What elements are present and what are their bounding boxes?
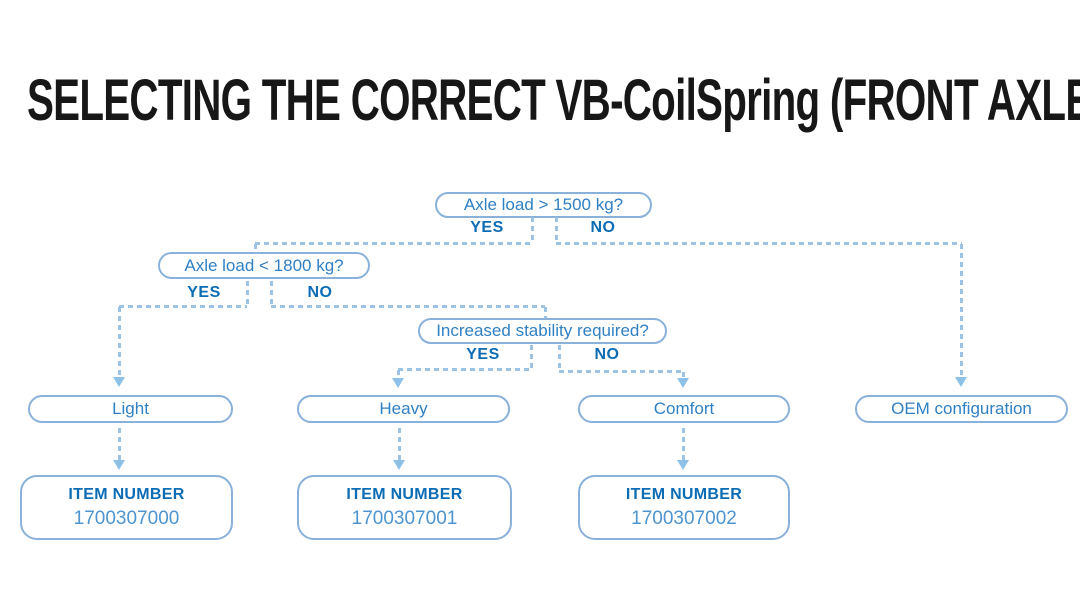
connector-d3-no-stub — [558, 345, 561, 369]
decision1-no-label: NO — [590, 219, 616, 236]
connector-d3-yes-stub — [530, 345, 533, 369]
decision2-yes-label: YES — [187, 284, 221, 301]
outcome-light: Light — [28, 395, 233, 423]
arrowhead-item3 — [677, 460, 689, 470]
decision1-yes-label: YES — [470, 219, 504, 236]
decision3-yes-label: YES — [466, 346, 500, 363]
outcome-heavy: Heavy — [297, 395, 510, 423]
connector-d2-yes-line — [119, 305, 247, 308]
page-title-text: SELECTING THE CORRECT VB-CoilSpring (FRO… — [27, 67, 1080, 133]
arrowhead-light — [113, 377, 125, 387]
item-number-heading: ITEM NUMBER — [625, 486, 743, 503]
connector-d2-yes-stub — [246, 281, 249, 306]
decision3-no-label: NO — [594, 346, 620, 363]
arrowhead-item1 — [113, 460, 125, 470]
connector-heavy-to-item — [398, 428, 401, 460]
item-number-box-heavy: ITEM NUMBER 1700307001 — [297, 475, 512, 540]
connector-to-comfort — [682, 372, 685, 378]
item-number-heading: ITEM NUMBER — [68, 486, 185, 503]
connector-to-oem — [960, 244, 963, 376]
connector-d3-yes-line — [398, 368, 531, 371]
item-number-value: 1700307001 — [351, 508, 458, 529]
item-number-value: 1700307002 — [631, 508, 737, 529]
item-number-box-comfort: ITEM NUMBER 1700307002 — [578, 475, 790, 540]
outcome-oem-configuration: OEM configuration — [855, 395, 1068, 423]
connector-to-heavy — [397, 370, 400, 378]
connector-light-to-item — [118, 428, 121, 460]
decision-increased-stability: Increased stability required? — [418, 318, 667, 344]
connector-comfort-to-item — [682, 428, 685, 460]
connector-into-d2 — [254, 244, 257, 253]
connector-d3-no-line — [559, 370, 685, 373]
arrowhead-item2 — [393, 460, 405, 470]
connector-d1-no-stub — [555, 217, 558, 243]
arrowhead-comfort — [677, 378, 689, 388]
connector-d1-yes-line — [255, 242, 532, 245]
connector-d2-no-line — [271, 305, 545, 308]
decision2-no-label: NO — [307, 284, 333, 301]
connector-d2-no-stub — [270, 281, 273, 306]
page-title: SELECTING THE CORRECT VB-CoilSpring (FRO… — [27, 66, 1080, 133]
arrowhead-oem — [955, 377, 967, 387]
connector-into-d3 — [544, 307, 547, 318]
decision-axle-load-1500: Axle load > 1500 kg? — [435, 192, 652, 218]
outcome-comfort: Comfort — [578, 395, 790, 423]
decision-axle-load-1800: Axle load < 1800 kg? — [158, 252, 370, 279]
connector-d1-no-line — [556, 242, 962, 245]
connector-d1-yes-stub — [531, 217, 534, 243]
connector-to-light — [118, 307, 121, 377]
item-number-value: 1700307000 — [73, 508, 180, 529]
item-number-box-light: ITEM NUMBER 1700307000 — [20, 475, 233, 540]
item-number-heading: ITEM NUMBER — [346, 486, 463, 503]
arrowhead-heavy — [392, 378, 404, 388]
